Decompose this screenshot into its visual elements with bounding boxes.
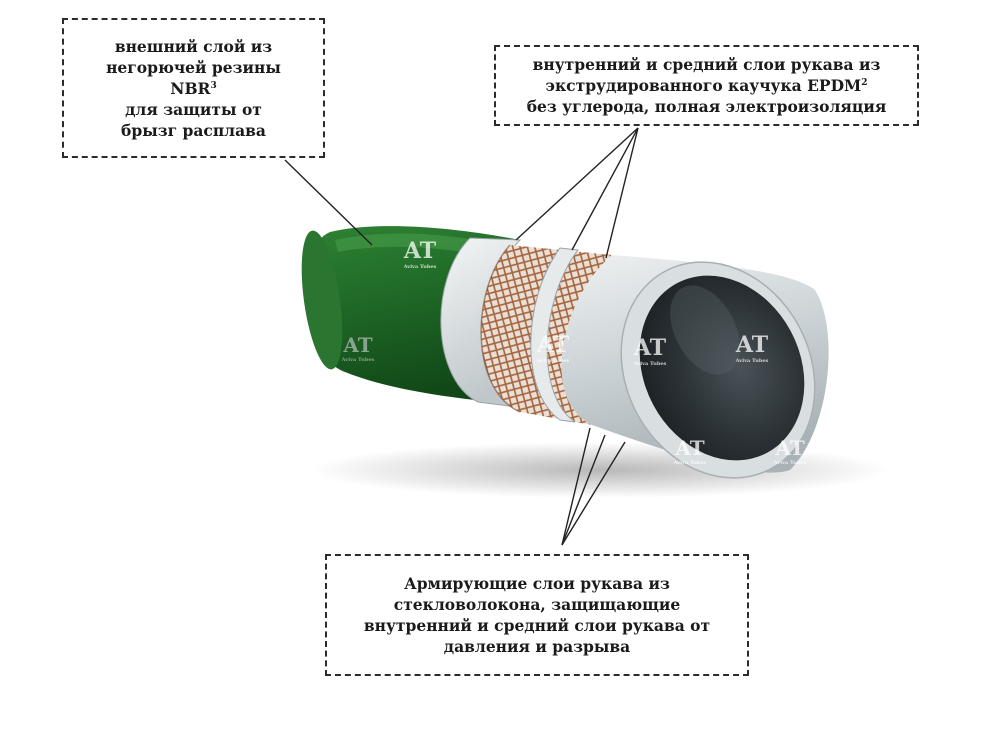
nbr-label: NBR: [170, 78, 211, 98]
outer-layer-end: [301, 230, 343, 370]
callout-reinforcement: Армирующие слои рукава из стекловолокона…: [325, 554, 749, 676]
watermark-logo: AT: [774, 436, 804, 460]
watermark-caption: Aviva Tubes: [633, 361, 667, 367]
watermark-logo: AT: [735, 332, 769, 358]
watermark-logo: AT: [342, 333, 372, 357]
callout-reinf-line: стекловолокона, защищающие: [393, 595, 681, 614]
callout-outer-line: для защиты от: [125, 99, 262, 119]
tube-interior-highlight: [670, 285, 740, 375]
leader-outer-layer: [284, 159, 373, 246]
watermark-caption: Aviva Tubes: [735, 358, 769, 364]
callout-outer-code: NBR3: [170, 78, 216, 99]
callout-outer-line: брызг расплава: [121, 120, 266, 140]
watermark-logo: AT: [536, 332, 570, 358]
watermark-caption: Aviva Tubes: [341, 357, 375, 363]
nbr-footnote: 3: [210, 80, 217, 91]
watermark-logo: AT: [674, 436, 704, 460]
callout-reinf-line: давления и разрыва: [443, 637, 631, 656]
watermark-caption: Aviva Tubes: [673, 460, 707, 466]
watermark-logo: AT: [633, 335, 667, 361]
callout-inner-line: экструдированного каучука EPDM2: [546, 75, 868, 96]
mesh-edge-left: [480, 244, 521, 413]
epdm-label: экструдированного каучука EPDM: [545, 76, 862, 95]
leader-inner-3: [605, 127, 639, 259]
outer-layer-highlight: [335, 233, 505, 258]
callout-reinf-line: Армирующие слои рукава из: [404, 574, 670, 593]
leader-reinf-2: [561, 434, 606, 546]
callout-inner-layers: внутренний и средний слои рукава из экст…: [494, 45, 919, 126]
leader-inner-2: [571, 127, 639, 251]
watermark-caption: Aviva Tubes: [536, 358, 570, 364]
watermark-caption: Aviva Tubes: [773, 460, 807, 466]
watermark-caption: Aviva Tubes: [403, 264, 437, 270]
callout-outer-line: внешний слой из: [114, 36, 273, 56]
leader-inner-1: [515, 127, 639, 241]
callout-inner-line: внутренний и средний слои рукава из: [532, 55, 881, 74]
intermediate-ring: [530, 247, 579, 423]
callout-outer-line: негорючей резины: [106, 57, 281, 77]
callout-outer-layer: внешний слой из негорючей резины NBR3 дл…: [62, 18, 325, 158]
epdm-footnote: 2: [861, 78, 868, 88]
leader-reinf-1: [561, 427, 591, 546]
callout-inner-line: без углерода, полная электроизоляция: [526, 97, 887, 116]
callout-reinf-line: внутренний и средний слои рукава от: [363, 616, 711, 635]
leader-reinf-3: [561, 441, 626, 546]
tube-interior: [639, 275, 805, 461]
watermark-logo: AT: [403, 238, 437, 264]
